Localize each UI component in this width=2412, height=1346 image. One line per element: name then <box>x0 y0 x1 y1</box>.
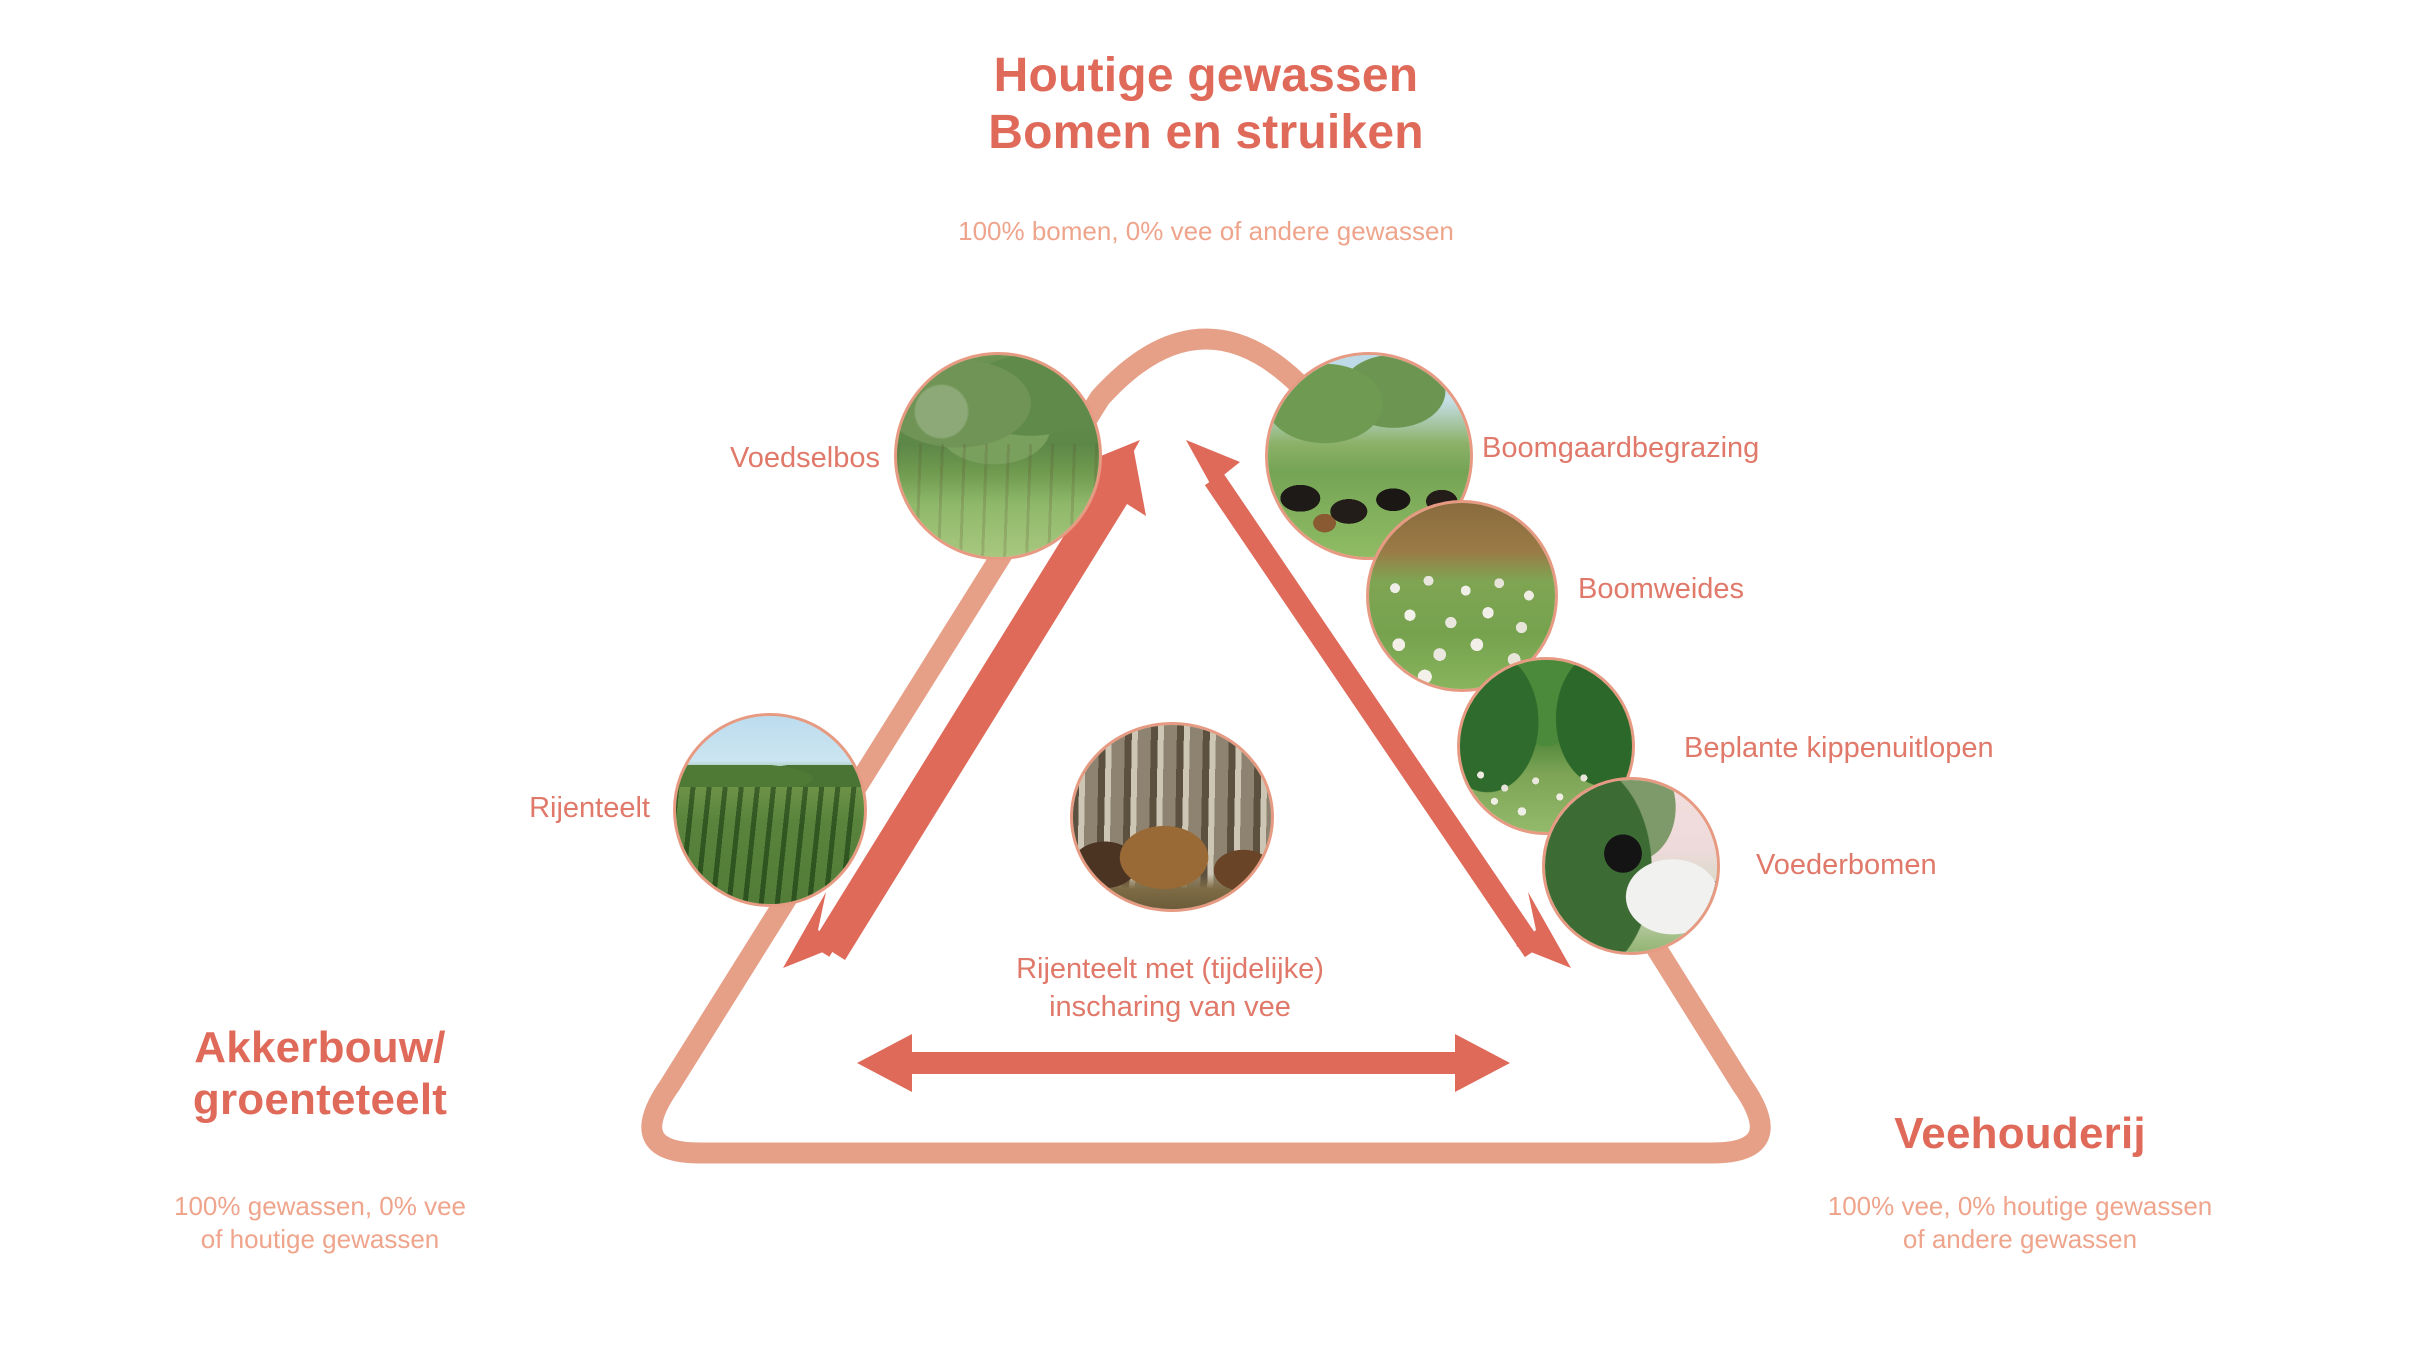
triangle-outline <box>641 328 1771 1164</box>
node-label-rijenteelt: Rijenteelt <box>529 792 650 824</box>
node-image-voedselbos <box>894 352 1102 560</box>
node-label-boomweides: Boomweides <box>1578 573 1745 605</box>
node-label-kippenuitlopen: Beplante kippenuitlopen <box>1684 732 1994 764</box>
corner-title-bottom-right: Veehouderij <box>1894 1109 2146 1158</box>
node-image-rijenteelt <box>673 713 867 907</box>
corner-subtitle-top: 100% bomen, 0% vee of andere gewassen <box>958 216 1454 246</box>
node-label-boomgaardbegrazing: Boomgaardbegrazing <box>1482 432 1760 464</box>
cow-browsing-trees-photo <box>1545 780 1717 952</box>
corner-subtitle-bottom-right: 100% vee, 0% houtige gewassen of andere … <box>1827 1191 2213 1255</box>
corner-title-bottom-left: Akkerbouw/ groenteteelt <box>192 1023 448 1124</box>
forest-photo <box>897 355 1099 557</box>
arrow-livestock-to-trees <box>1186 440 1571 968</box>
arrow-crops-to-livestock <box>857 1034 1510 1092</box>
corner-subtitle-bottom-left: 100% gewassen, 0% vee of houtige gewasse… <box>174 1191 466 1255</box>
node-image-voederbomen <box>1542 777 1720 955</box>
crop-rows-photo <box>676 716 864 904</box>
corner-title-top: Houtige gewassen Bomen en struiken <box>988 49 1424 159</box>
node-label-voederbomen: Voederbomen <box>1756 849 1937 881</box>
node-image-center-pigs <box>1070 722 1274 912</box>
node-label-voedselbos: Voedselbos <box>730 442 880 474</box>
pigs-in-woodland-photo <box>1073 725 1271 909</box>
center-note: Rijenteelt met (tijdelijke) inscharing v… <box>1016 953 1324 1024</box>
